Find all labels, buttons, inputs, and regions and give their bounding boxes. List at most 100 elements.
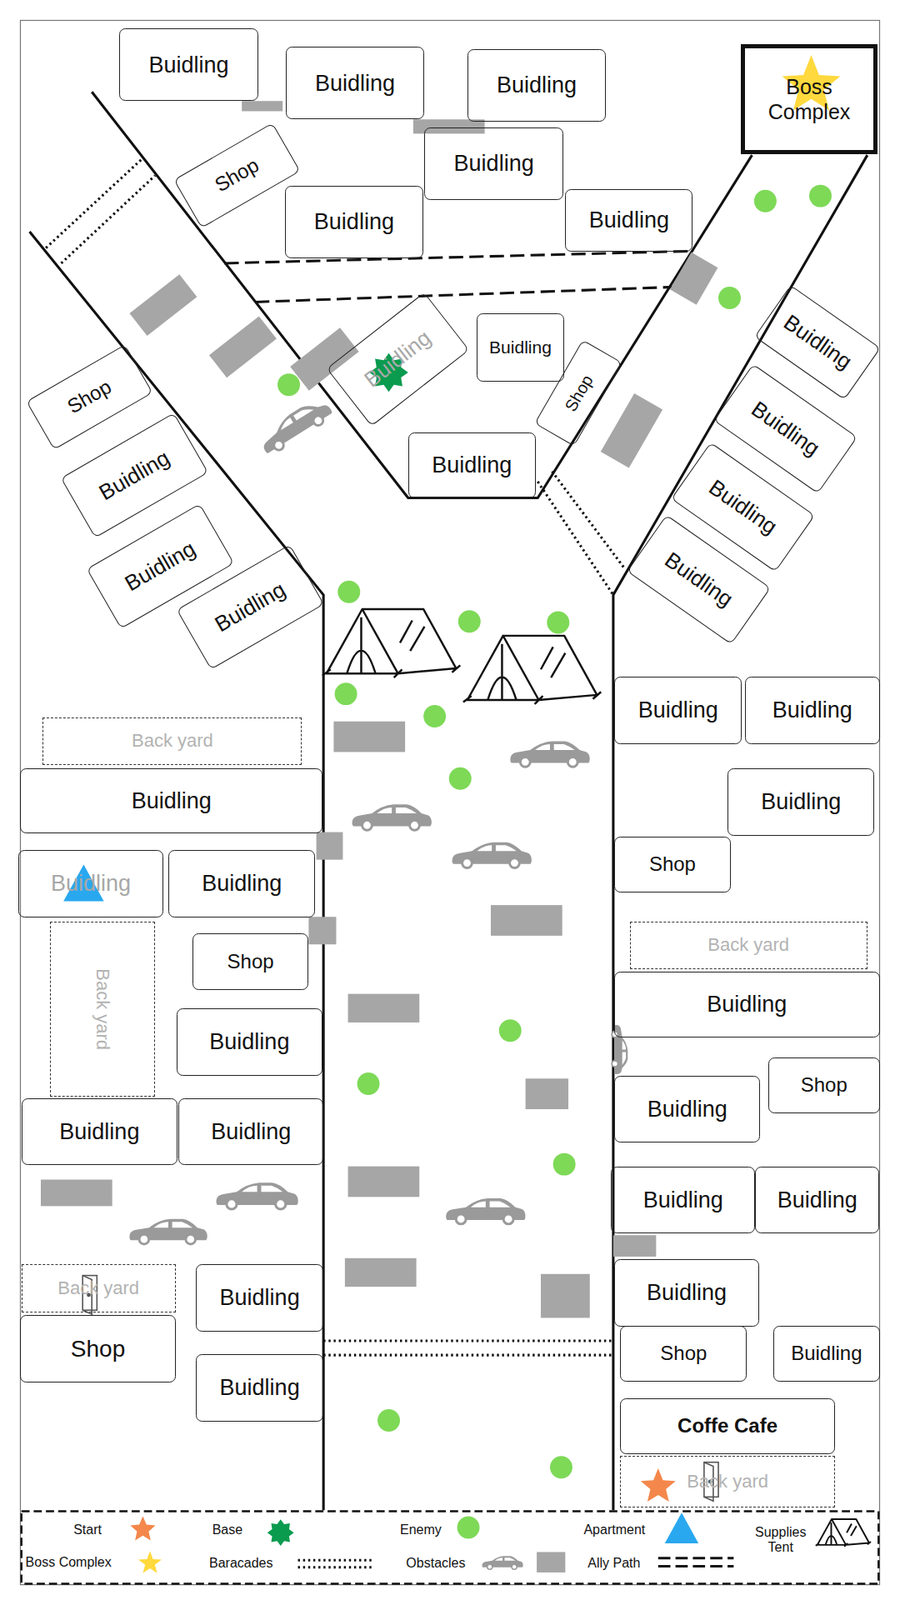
car-obstacle [452, 842, 532, 869]
map-frame [20, 20, 880, 1585]
building-box: Buidling [614, 971, 880, 1039]
building-box: Buidling [565, 189, 693, 253]
barricade [323, 1340, 614, 1355]
building-box: Buidling [60, 412, 209, 538]
supplies-tent [463, 635, 601, 705]
obstacle-block [613, 1235, 656, 1257]
supplies-tent [346, 617, 375, 674]
supplies-tent [400, 620, 425, 651]
map-label: Buidling [777, 1186, 858, 1214]
building-box: Buidling [175, 544, 324, 670]
supplies-tent [815, 1519, 871, 1547]
car-obstacle [215, 1182, 298, 1210]
enemy-marker [809, 185, 832, 208]
car-obstacle [352, 804, 432, 830]
map-label: Shop [70, 1335, 125, 1364]
car-obstacle [445, 1198, 525, 1225]
apartment-marker [665, 1512, 699, 1544]
enemy-marker [423, 705, 446, 728]
ally-path [224, 250, 694, 302]
building-box: Buidling [670, 442, 815, 573]
map-label: Buidling [643, 1186, 724, 1214]
supplies-tent [487, 644, 516, 700]
building-box: Buidling [424, 127, 564, 200]
obstacle-block [40, 1180, 113, 1207]
map-label: Buidling [647, 1095, 728, 1123]
building-box: Buidling [727, 768, 875, 836]
backyard-label: Back yard [91, 968, 114, 1050]
building-box: Buidling [326, 291, 470, 426]
legend-barricade-symbol [298, 1560, 372, 1568]
obstacle-block [209, 315, 277, 378]
map-label: Buidling [210, 576, 290, 638]
shop-box: Shop [768, 1057, 880, 1114]
obstacle-block [290, 327, 359, 391]
map-label: Buidling [431, 451, 512, 479]
map-label: Buidling [148, 51, 229, 79]
map-label: Boss Complex [750, 74, 869, 125]
backyard-label: Back yard [57, 1277, 140, 1300]
car-obstacle [255, 394, 334, 454]
map-label: Buidling [220, 1284, 300, 1311]
legend-label: Start [73, 1521, 102, 1537]
legend-base-symbol [267, 1519, 295, 1546]
map-label: Buidling [95, 445, 175, 506]
building-box: Buidling [285, 46, 425, 120]
legend-swatch [457, 1516, 480, 1540]
map-label: Buidling [589, 206, 670, 234]
obstacle-block [670, 252, 719, 305]
map-label: Buidling [778, 310, 857, 376]
map-label: Buidling [790, 1341, 862, 1366]
road-edge [91, 91, 752, 498]
legend-label: Enemy [400, 1521, 442, 1537]
legend-ally-symbol [658, 1558, 735, 1567]
enemy-marker [553, 1153, 576, 1176]
building-box: Buidling [754, 285, 881, 400]
building-box: Buidling [168, 850, 315, 918]
enemy-marker [550, 1455, 573, 1479]
map-label: Buidling [131, 787, 212, 815]
obstacle-block [129, 274, 197, 336]
obstacle-block [540, 1274, 590, 1319]
supplies-tent [322, 609, 460, 678]
enemy-marker [335, 682, 358, 705]
car-obstacle [362, 820, 373, 830]
backyard-zone: Back yard [50, 921, 155, 1098]
map-label: Shop [210, 153, 264, 198]
shop-box: Shop [173, 122, 300, 229]
building-box: Buidling [195, 1354, 324, 1422]
boss-complex-box: Boss Complex [740, 44, 878, 155]
building-box: Buidling [476, 313, 565, 382]
start-marker [640, 1468, 676, 1502]
map-label: Shop [660, 1341, 707, 1366]
car-obstacle [511, 1564, 517, 1570]
legend-label: Apartment [583, 1521, 645, 1537]
supplies-tent [846, 1523, 857, 1536]
map-label: Buidling [772, 696, 853, 724]
enemy-marker [277, 373, 300, 396]
building-box: Buidling [614, 1075, 760, 1144]
map-label: Buidling [704, 474, 783, 540]
map-label: Buidling [314, 208, 395, 235]
car-obstacle [154, 1221, 194, 1228]
map-label: Buidling [706, 990, 787, 1018]
building-box: Buidling [119, 28, 259, 101]
shop-box: Shop [192, 933, 308, 990]
car-obstacle [495, 1557, 515, 1561]
map-label: Shop [649, 852, 696, 877]
car-obstacle [376, 807, 417, 814]
road-edge [30, 91, 868, 1510]
obstacle-block [308, 916, 336, 945]
enemy-marker [718, 286, 741, 310]
car-obstacle [410, 820, 420, 830]
car-obstacle [272, 438, 286, 452]
supplies-tent [825, 1522, 838, 1545]
car-obstacle [482, 1555, 524, 1570]
car-obstacle [226, 1199, 237, 1210]
map-label: Buidling [50, 870, 131, 897]
legend-label: Ally Path [587, 1555, 640, 1571]
car-obstacle [535, 744, 575, 750]
map-label: Buidling [209, 1028, 290, 1055]
backyard-label: Back yard [686, 1470, 769, 1493]
